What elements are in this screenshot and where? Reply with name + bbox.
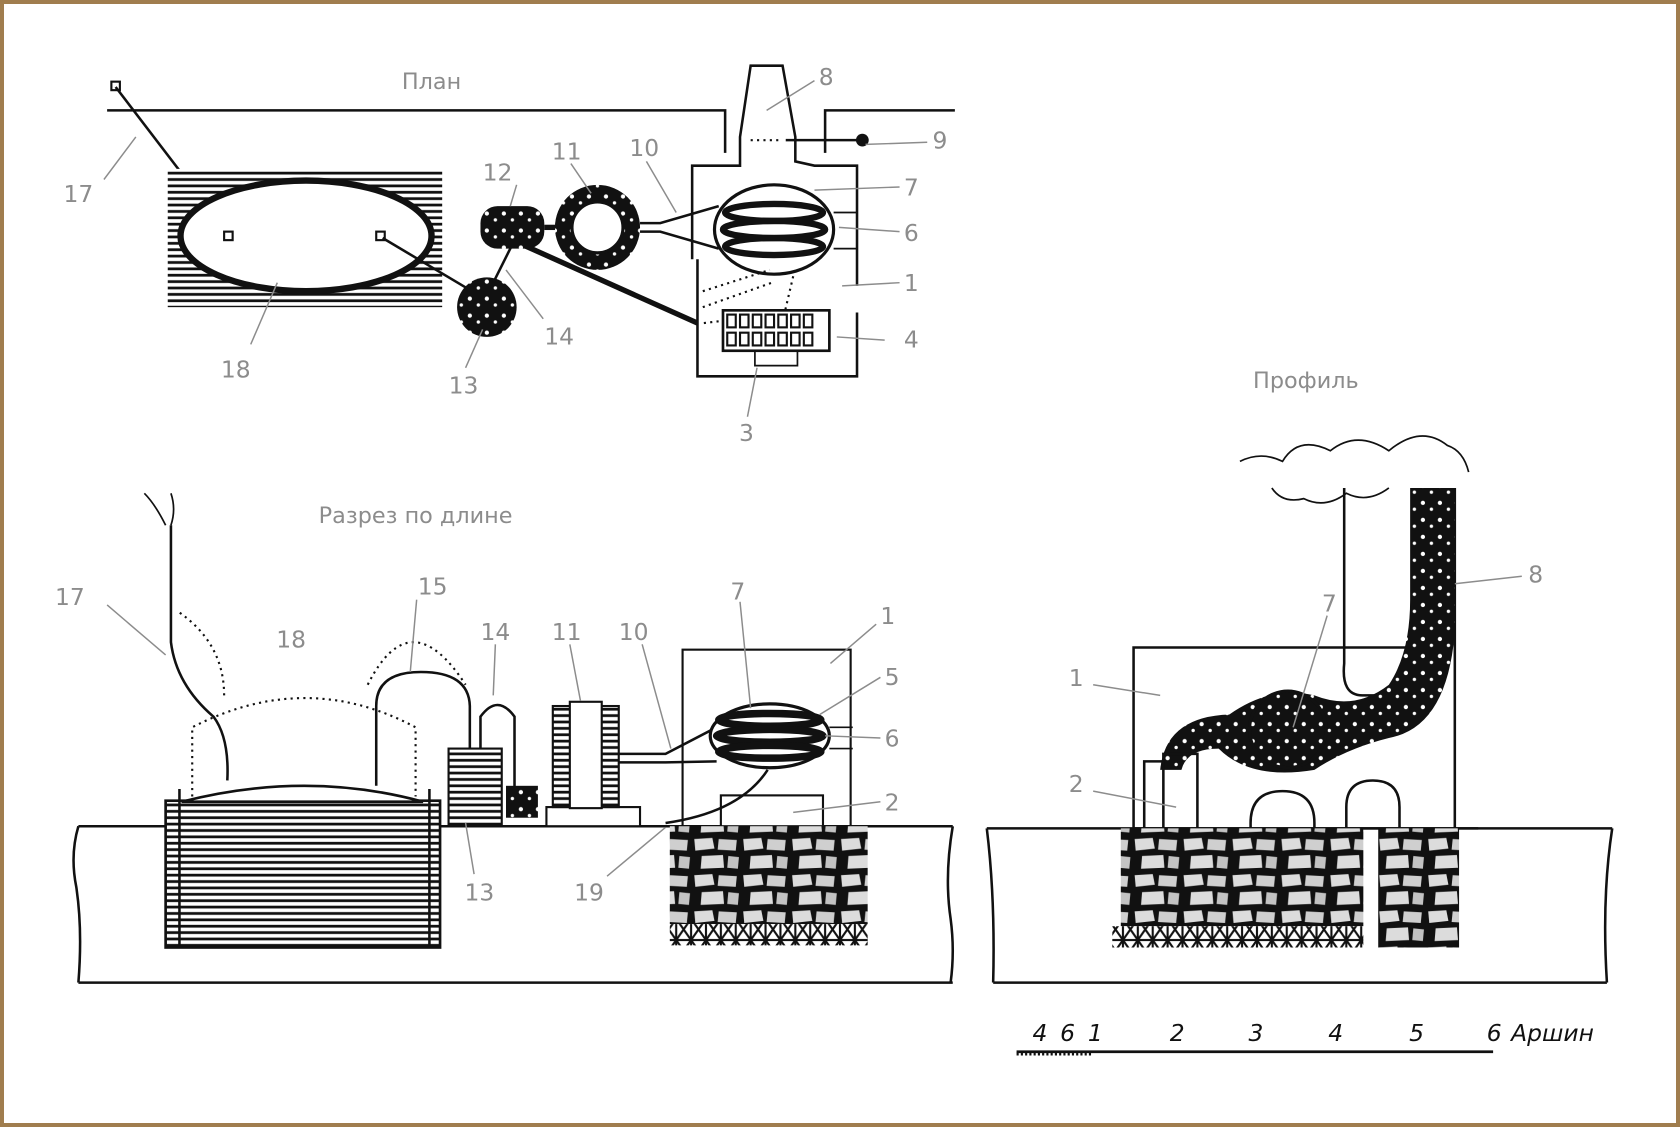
label-3: 3 (739, 419, 754, 447)
coil-6-plan (719, 200, 829, 259)
label-1: 1 (1069, 664, 1084, 692)
pipe (381, 236, 473, 293)
vat-lid (181, 784, 424, 804)
flue-8-profile (1160, 487, 1455, 773)
label-8: 8 (1528, 561, 1543, 589)
smoke-small (143, 492, 175, 526)
label-1: 1 (904, 269, 919, 297)
label-2: 2 (885, 788, 900, 816)
label-7: 7 (904, 173, 919, 201)
foundation-chimney (1378, 828, 1460, 948)
label-6: 6 (885, 724, 900, 752)
scale-tick: 1 (1088, 1019, 1103, 1047)
coil-5-6-section (712, 709, 827, 762)
scale-tick: 3 (1248, 1019, 1263, 1047)
pipe-19 (511, 237, 699, 326)
label-8: 8 (819, 63, 834, 91)
label-2: 2 (1069, 770, 1084, 798)
foundation-base-profile (1112, 926, 1364, 948)
label-17: 17 (55, 583, 85, 611)
label-5: 5 (885, 663, 900, 691)
pipe (833, 211, 858, 250)
section-view: Разрез по длине 17 18 15 (55, 492, 955, 984)
label-12: 12 (483, 159, 513, 187)
scale-tick: 2 (1170, 1019, 1185, 1047)
furnace-1-plan (690, 64, 859, 378)
plan-view: План (64, 63, 955, 447)
hidden-outline (175, 609, 467, 797)
pipe-14-section (479, 703, 528, 793)
label-14: 14 (544, 322, 574, 350)
label-17: 17 (64, 180, 94, 208)
firebox-2-profile (1142, 752, 1199, 829)
label-14: 14 (480, 618, 510, 646)
pipe-17-top (110, 80, 121, 92)
pipe-end (375, 230, 386, 242)
arches (1249, 779, 1401, 829)
label-13: 13 (465, 879, 495, 907)
ash-pit-3 (754, 350, 799, 367)
label-1: 1 (880, 602, 895, 630)
heater-core (568, 700, 603, 810)
boiler-7-profile (1247, 689, 1328, 770)
section-leaders (106, 599, 881, 877)
tank-13-section (447, 747, 503, 827)
smoke-cloud (1239, 435, 1470, 504)
pipe-17-section (169, 525, 229, 781)
label-15: 15 (418, 572, 448, 600)
heater-base (545, 806, 642, 828)
pump-12-section (506, 785, 538, 818)
scale-unit: Аршин (1509, 1019, 1594, 1047)
label-4: 4 (904, 326, 919, 354)
pipe-14 (492, 243, 514, 284)
label-10: 10 (619, 618, 649, 646)
ground (72, 824, 955, 984)
foundation-profile (1120, 828, 1364, 927)
pump-12-plan (480, 206, 545, 249)
pipe-15 (374, 670, 472, 786)
foundation-base (669, 924, 868, 946)
profile-view: Профиль 8 7 1 2 (985, 368, 1614, 984)
plan-title: План (402, 69, 461, 95)
tank-13-plan (457, 277, 517, 337)
label-6: 6 (904, 219, 919, 247)
grate-bars (726, 313, 814, 347)
foundation-section (669, 826, 868, 925)
cone-10-section (618, 726, 718, 764)
label-18: 18 (276, 626, 306, 654)
scale-tick: 6 (1487, 1019, 1502, 1047)
label-10: 10 (629, 134, 659, 162)
scale-tick: 6 (1060, 1019, 1075, 1047)
label-19: 19 (574, 879, 604, 907)
vat-18-section (164, 799, 442, 949)
pipe (829, 726, 853, 750)
scale-bar: 4 6 1 2 3 4 5 6 Аршин (1016, 1019, 1594, 1056)
cone-10-plan (640, 204, 720, 250)
scale-tick: 5 (1409, 1019, 1424, 1047)
plan-wall (107, 109, 955, 153)
label-11: 11 (552, 137, 582, 165)
label-18: 18 (221, 355, 251, 383)
distillery-diagram: План (55, 63, 1614, 1056)
vat-posts (178, 789, 431, 948)
damper-handle (855, 133, 869, 147)
label-13: 13 (449, 371, 479, 399)
label-9: 9 (933, 127, 948, 155)
pipe-19-section (665, 769, 769, 825)
pipe-end (223, 230, 234, 242)
label-7: 7 (730, 578, 745, 606)
label-7: 7 (1322, 589, 1337, 617)
heater-11-core (570, 200, 625, 255)
vat-18-opening (177, 177, 435, 295)
scale-tick: 4 (1033, 1019, 1048, 1047)
section-title: Разрез по длине (319, 503, 513, 529)
label-11: 11 (552, 618, 582, 646)
profile-leaders (1093, 575, 1522, 808)
scale-tick: 4 (1328, 1019, 1343, 1047)
profile-title: Профиль (1253, 368, 1359, 394)
plan-leaders (103, 79, 928, 417)
boiler-7-plan (712, 183, 836, 276)
